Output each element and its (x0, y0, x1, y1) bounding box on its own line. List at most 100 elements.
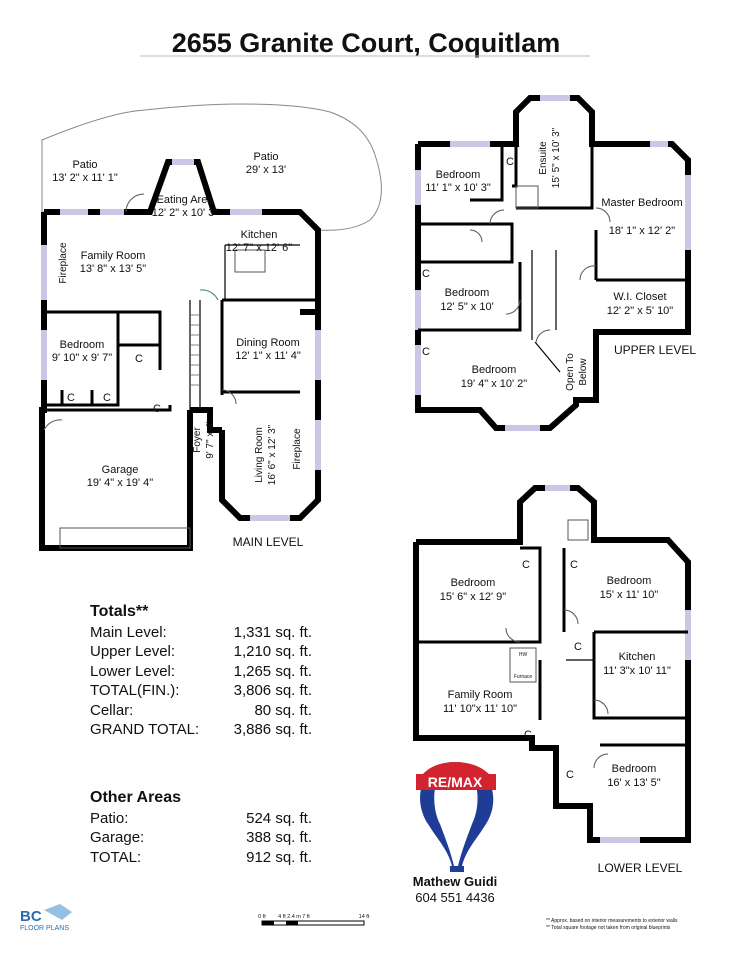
upper-ensuite-dims: 15' 5" x 10' 3" (551, 127, 562, 188)
main-patio-left-dims: 13' 2" x 11' 1" (52, 172, 118, 184)
logo-mark: BC (20, 908, 42, 925)
upper-bedroom-2-dims: 12' 5" x 10' (440, 301, 493, 313)
lower-kitchen-dims: 11' 3"x 10' 11" (603, 665, 671, 677)
agent-name: Mathew Guidi (413, 874, 498, 889)
lower-closet-3: C (574, 641, 582, 653)
lower-furnace-label: Furnace (514, 674, 533, 680)
remax-balloon-logo: RE/MAX (416, 762, 496, 872)
scale-tick-3: 7 ft (302, 914, 310, 920)
lower-family-room-name: Family Room (448, 689, 513, 701)
scale-tick-0: 0 ft (258, 914, 266, 920)
main-patio-left-name: Patio (72, 159, 97, 171)
totals-row-value: 1,331 sq. ft. (233, 624, 312, 641)
totals-row-label: Cellar: (90, 702, 134, 719)
upper-closet-2: C (422, 268, 430, 280)
upper-closet-1: C (506, 156, 514, 168)
main-patio-right-dims: 29' x 13' (246, 164, 286, 176)
other-areas-row-label: Garage: (90, 829, 145, 846)
scale-tick-2: 2.4 m (287, 914, 301, 920)
totals-row-label: Main Level: (90, 624, 167, 641)
totals-row-value: 80 sq. ft. (254, 702, 312, 719)
lower-bedroom-3-name: Bedroom (612, 763, 657, 775)
footnote-2: ** Total square footage not taken from o… (546, 925, 671, 931)
lower-hw-label: HW (519, 652, 528, 658)
main-kitchen-dims: 12' 7" x 12' 6" (226, 242, 293, 254)
scale-bar: 0 ft 4 ft 2.4 m 7 ft 14 ft (258, 914, 370, 926)
upper-wi-closet-dims: 12' 2" x 5' 10" (607, 305, 674, 317)
scale-tick-1: 4 ft (278, 914, 286, 920)
upper-level-label: UPPER LEVEL (614, 343, 696, 357)
lower-kitchen-name: Kitchen (619, 651, 656, 663)
lower-closet-1: C (522, 559, 530, 571)
lower-bedroom-2-dims: 15' x 11' 10" (600, 589, 659, 601)
totals-row-value: 1,210 sq. ft. (233, 643, 312, 660)
main-level-plan (39, 103, 382, 551)
main-closet-1: C (135, 353, 143, 365)
main-closet-3: C (103, 392, 111, 404)
main-level-label: MAIN LEVEL (233, 535, 304, 549)
lower-bedroom-2-name: Bedroom (607, 575, 652, 587)
upper-bedroom-3-name: Bedroom (472, 364, 517, 376)
totals-row-label: GRAND TOTAL: (90, 721, 200, 738)
logo-text: FLOOR PLANS (20, 925, 69, 932)
upper-ensuite-name: Ensuite (538, 141, 549, 175)
main-living-room-name: Living Room (254, 427, 265, 483)
lower-closet-5: C (566, 769, 574, 781)
totals-row-value: 3,886 sq. ft. (233, 721, 312, 738)
totals-row-label: Lower Level: (90, 663, 176, 680)
main-family-room-name: Family Room (81, 250, 146, 262)
page-title: 2655 Granite Court, Coquitlam (172, 28, 561, 58)
bc-floor-plans-logo: BC FLOOR PLANS (20, 904, 72, 932)
main-fireplace-left: Fireplace (58, 242, 69, 284)
lower-bedroom-1-name: Bedroom (451, 577, 496, 589)
upper-bedroom-1-name: Bedroom (436, 169, 481, 181)
other-areas-header: Other Areas (90, 789, 181, 806)
main-dining-room-name: Dining Room (236, 337, 300, 349)
footnote-1: ** Approx. based on interior measurement… (546, 918, 678, 924)
other-areas-row-value: 912 sq. ft. (246, 849, 312, 866)
lower-level-label: LOWER LEVEL (598, 861, 683, 875)
main-dining-room-dims: 12' 1" x 11' 4" (235, 350, 301, 362)
other-areas-row-label: Patio: (90, 810, 129, 827)
totals-block: Totals** Main Level: 1,331 sq. ft. Upper… (90, 602, 320, 742)
lower-closet-2: C (570, 559, 578, 571)
upper-below: Below (578, 358, 589, 386)
lower-bedroom-3-dims: 16' x 13' 5" (607, 777, 660, 789)
lower-family-room-dims: 11' 10"x 11' 10" (443, 703, 517, 715)
upper-closet-3: C (422, 346, 430, 358)
main-foyer-dims: 9' 7" x 4' (205, 421, 216, 458)
lower-bedroom-1-dims: 15' 6" x 12' 9" (440, 591, 507, 603)
totals-row-value: 3,806 sq. ft. (233, 682, 312, 699)
upper-open-to: Open To (565, 353, 576, 391)
totals-row-label: Upper Level: (90, 643, 176, 660)
main-bedroom-name: Bedroom (60, 339, 105, 351)
upper-bedroom-3-dims: 19' 4" x 10' 2" (461, 378, 528, 390)
other-areas-row-value: 388 sq. ft. (246, 829, 312, 846)
agent-phone: 604 551 4436 (415, 890, 495, 905)
upper-wi-closet-name: W.I. Closet (613, 291, 666, 303)
totals-header: Totals** (90, 603, 149, 620)
main-garage-name: Garage (102, 464, 139, 476)
main-living-room-dims: 16' 6" x 12' 3" (267, 424, 278, 485)
main-garage-dims: 19' 4" x 19' 4" (87, 477, 154, 489)
other-areas-row-label: TOTAL: (90, 849, 142, 866)
totals-row-value: 1,265 sq. ft. (233, 663, 312, 680)
main-fireplace-right: Fireplace (292, 428, 303, 470)
main-eating-area-dims: 12' 2" x 10' 3" (152, 207, 219, 219)
totals-row-label: TOTAL(FIN.): (90, 682, 180, 699)
upper-level-plan (415, 95, 691, 431)
scale-tick-4: 14 ft (359, 914, 370, 920)
main-eating-area-name: Eating Area (157, 194, 215, 206)
upper-bedroom-2-name: Bedroom (445, 287, 490, 299)
main-kitchen-name: Kitchen (241, 229, 278, 241)
upper-bedroom-1-dims: 11' 1" x 10' 3" (425, 182, 491, 194)
main-closet-4: C (153, 403, 161, 415)
main-foyer-name: Foyer (192, 427, 203, 453)
lower-level-plan (413, 485, 691, 843)
other-areas-block: Other Areas Patio: 524 sq. ft. Garage: 3… (90, 788, 320, 868)
main-patio-right-name: Patio (253, 151, 278, 163)
main-closet-2: C (67, 392, 75, 404)
other-areas-row-value: 524 sq. ft. (246, 810, 312, 827)
upper-master-bedroom-name: Master Bedroom (601, 197, 682, 209)
